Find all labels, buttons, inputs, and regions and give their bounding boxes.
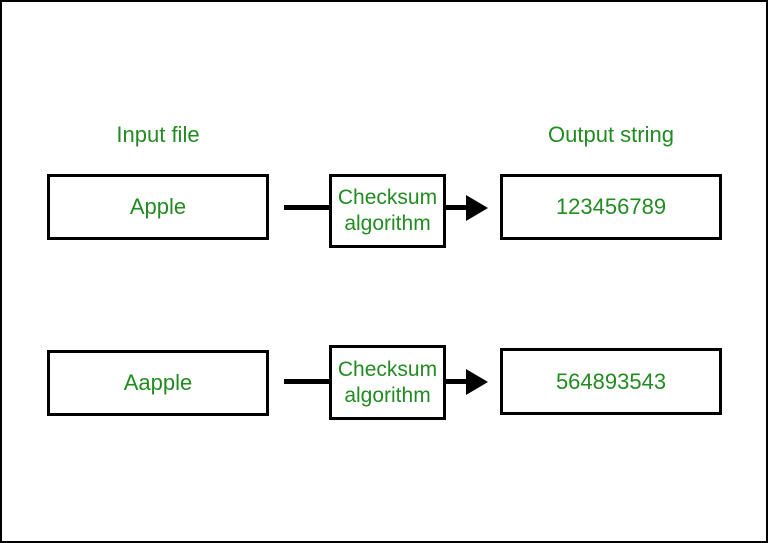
arrow-shaft-row1 <box>446 205 468 210</box>
arrowhead-icon-row1 <box>466 195 488 221</box>
input-file-value-row1: Apple <box>129 194 187 219</box>
output-string-value-row2: 564893543 <box>555 368 667 394</box>
input-file-label: Input file <box>116 122 200 147</box>
checksum-algorithm-box-row2: Checksum algorithm <box>329 345 446 420</box>
checksum-algorithm-label-row1: Checksum algorithm <box>337 186 438 235</box>
output-string-box-row2: 564893543 <box>500 348 722 415</box>
connector-line-row1 <box>284 205 329 210</box>
arrow-shaft-row2 <box>446 379 468 384</box>
input-file-box-row2: Aapple <box>47 350 269 416</box>
input-file-box-row1: Apple <box>47 174 269 240</box>
connector-line-row2 <box>284 379 329 384</box>
checksum-algorithm-label-row2: Checksum algorithm <box>337 357 438 407</box>
output-string-label: Output string <box>548 122 674 147</box>
arrowhead-icon-row2 <box>466 369 488 395</box>
input-file-value-row2: Aapple <box>123 370 193 395</box>
checksum-algorithm-box-row1: Checksum algorithm <box>329 174 446 248</box>
output-string-box-row1: 123456789 <box>500 174 722 240</box>
output-string-value-row1: 123456789 <box>555 194 667 219</box>
